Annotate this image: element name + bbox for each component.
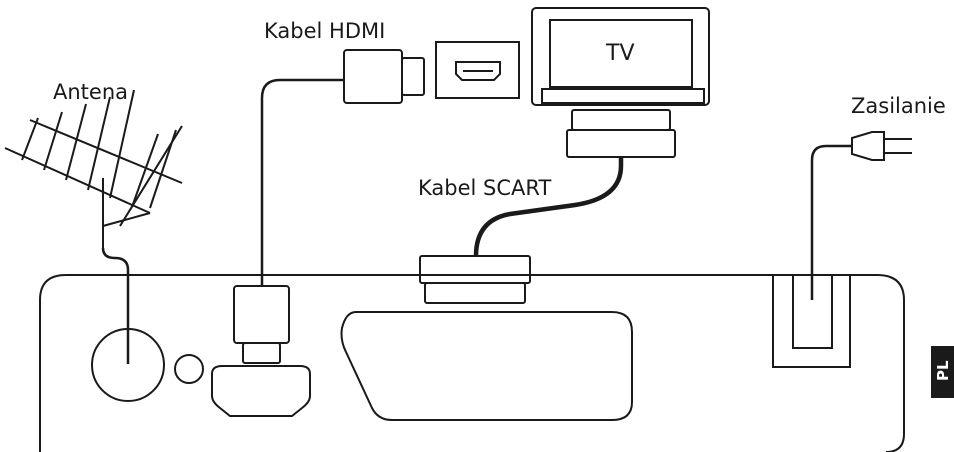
hdmi-cable-icon [233,49,425,364]
scart-socket-icon [340,311,633,421]
antenna-loop-socket-icon [174,354,204,384]
language-tab-label: PL [934,360,952,381]
antenna-socket-icon [91,328,165,402]
power-label: Zasilanie [851,94,946,118]
receiver-box [39,274,905,452]
scart-cable-wire [473,157,624,257]
antenna-label: Antena [53,80,128,104]
language-tab: PL [931,346,954,398]
tv-icon [531,7,710,158]
scart-cable-label: Kabel SCART [418,176,551,200]
hdmi-cable-label: Kabel HDMI [264,19,385,43]
tv-label: TV [605,41,635,66]
hdmi-socket-icon [211,365,311,417]
hdmi-port-icon [435,41,520,99]
power-socket-icon [772,274,851,368]
scart-plug-icon [419,255,531,304]
antenna-icon [4,89,183,364]
power-plug-icon [810,131,912,300]
